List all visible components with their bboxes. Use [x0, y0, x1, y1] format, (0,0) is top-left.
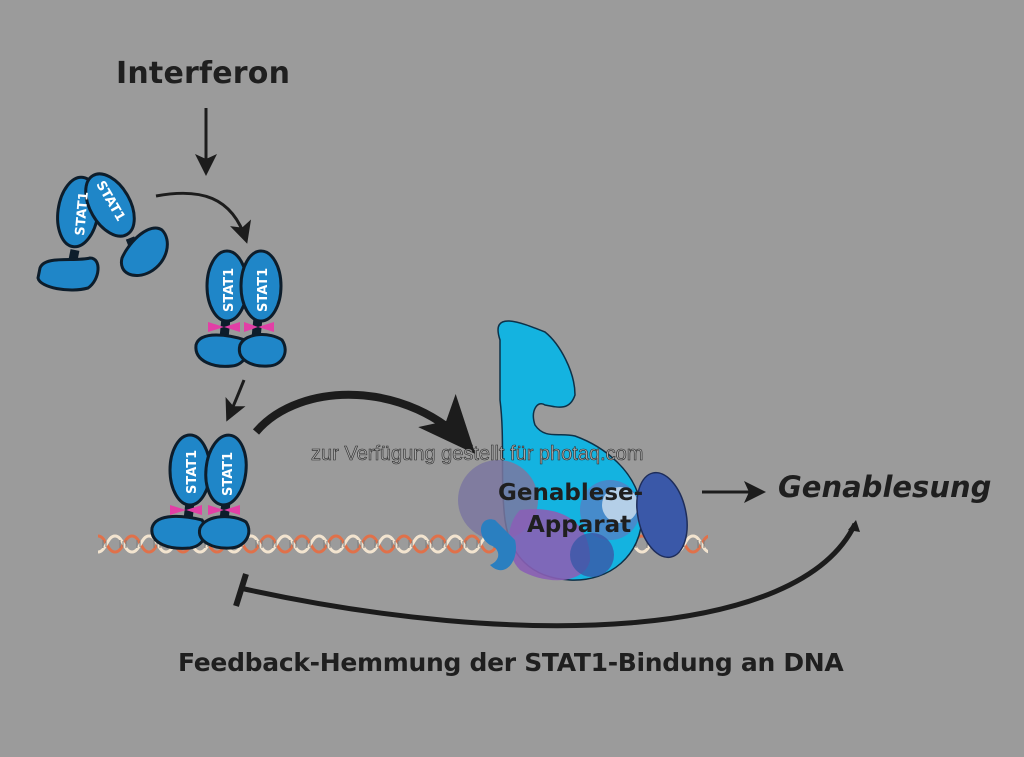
stat1-dna-binding-domain [150, 515, 207, 550]
watermark: zur Verfügung gestellt für photaq.com [311, 443, 644, 466]
inhibition-bar [233, 573, 249, 607]
machinery-subunit [602, 487, 638, 523]
machinery-label-line2: Apparat [527, 512, 632, 538]
stat1-label: STAT1 [222, 268, 237, 312]
machinery-subunit [508, 509, 590, 581]
activation-arrow [225, 379, 246, 422]
stat1-dna-binding-domain [237, 333, 287, 368]
stat1-domain [204, 433, 248, 507]
dimerization-arrow [155, 191, 252, 244]
stat1-label: STAT1 [221, 452, 236, 496]
stat1-label: STAT1 [73, 191, 92, 236]
machinery-subunit [570, 533, 614, 577]
stat1-dimer-dna-bound: STAT1 STAT1 [150, 433, 251, 550]
recruitment-arrow [252, 390, 476, 454]
stat1-monomers: STAT1 STAT1 [36, 172, 169, 292]
stat1-dimer-phosphorylated: STAT1 STAT1 [194, 249, 287, 368]
stat1-dna-binding-domain [119, 226, 169, 277]
stat1-label: STAT1 [256, 268, 271, 312]
stat1-dna-binding-domain [36, 256, 100, 292]
diagram-title: Interferon [116, 56, 291, 91]
phosphate-marks [208, 322, 274, 332]
machinery-subunit-navy [636, 471, 688, 559]
stat1-label: STAT1 [185, 450, 200, 494]
feedback-inhibition-arrow [239, 522, 858, 629]
transcription-machinery [458, 320, 688, 581]
machinery-label-line1: Genablese- [498, 480, 644, 506]
stat1-dna-binding-domain [197, 515, 251, 550]
feedback-arrowhead [848, 520, 860, 532]
machinery-subunit-hook [480, 519, 516, 571]
output-label: Genablesung [778, 470, 992, 504]
phosphate-marks [170, 505, 240, 515]
stat1-domain [84, 172, 136, 238]
stat1-domain [239, 249, 283, 323]
feedback-label: Feedback-Hemmung der STAT1-Bindung an DN… [178, 648, 844, 677]
